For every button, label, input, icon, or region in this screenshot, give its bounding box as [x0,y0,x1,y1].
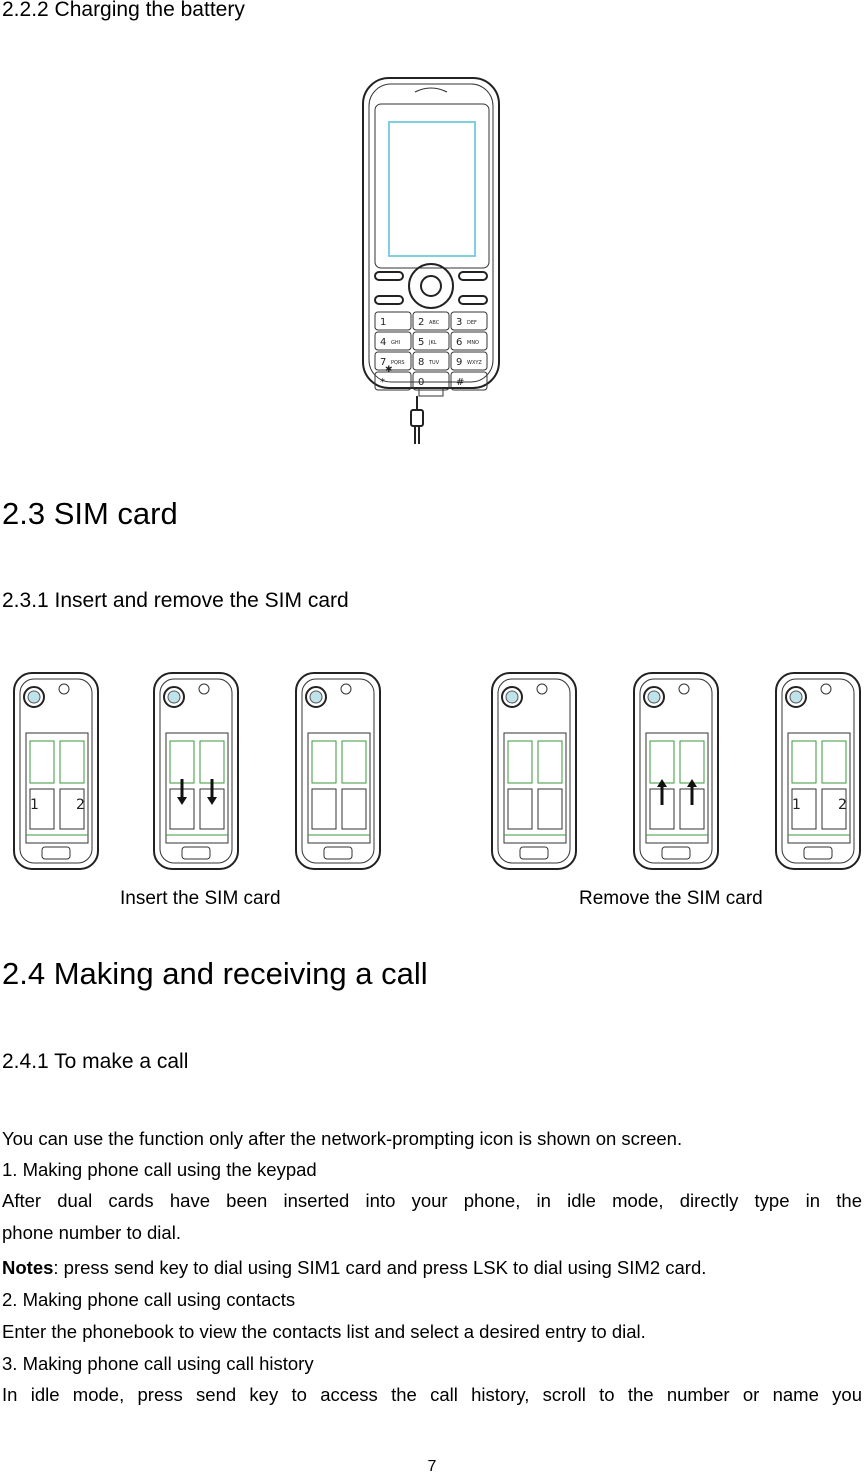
paragraph-history: In idle mode, press send key to access t… [2,1384,862,1405]
section-heading-sim: 2.3 SIM card [2,496,178,531]
keypad-key: 3 DEF [450,311,488,331]
paragraph-notes: Notes: press send key to dial using SIM1… [2,1254,862,1281]
svg-text:5: 5 [418,337,424,348]
keypad-key: 1 [374,311,412,331]
svg-text:4: 4 [380,337,386,348]
subsection-heading-make-call: 2.4.1 To make a call [2,1050,189,1073]
screen [388,121,476,257]
arrow-down-icon [207,779,217,805]
keypad-key: * [374,371,412,391]
keypad-key: 8 TUV [412,351,450,371]
sim-phone-back [491,672,577,870]
notes-text: : press send key to dial using SIM1 card… [53,1257,707,1278]
keypad-key: 0 [412,371,450,391]
keypad-key: 7 PQRS [374,351,412,371]
sim1-label: 1 [30,797,39,813]
svg-text:GHI: GHI [391,340,400,346]
keypad-key: 5 JKL [412,331,450,351]
paragraph-intro: You can use the function only after the … [2,1128,683,1149]
sim-phone-back [633,672,719,870]
sim-phone-back [295,672,381,870]
svg-text:2: 2 [418,317,424,328]
sim2-label: 2 [76,797,85,813]
arrow-up-icon [687,779,697,805]
keypad-key: 6 MNO [450,331,488,351]
svg-text:MNO: MNO [467,340,479,346]
paragraph-contacts: Enter the phonebook to view the contacts… [2,1321,646,1342]
svg-text:ABC: ABC [429,320,440,326]
arrow-down-icon [177,779,187,805]
subsection-heading-sim: 2.3.1 Insert and remove the SIM card [2,589,349,612]
sim2-label: 2 [838,797,847,813]
svg-text:*: * [380,377,385,388]
arrow-up-icon [657,779,667,805]
svg-text:#: # [456,377,464,388]
list-item-keypad: 1. Making phone call using the keypad [2,1159,317,1180]
section-heading-charging: 2.2.2 Charging the battery [2,0,245,21]
svg-text:JKL: JKL [428,340,437,346]
page-number: 7 [427,1458,437,1475]
paragraph-keypad-b: phone number to dial. [2,1222,181,1243]
svg-text:8: 8 [418,357,424,368]
svg-text:PQRS: PQRS [391,360,405,366]
section-heading-calls: 2.4 Making and receiving a call [2,956,428,991]
svg-text:9: 9 [456,357,462,368]
sim-phone-back [153,672,239,870]
caption-remove-sim: Remove the SIM card [579,888,763,909]
sim1-label: 1 [792,797,801,813]
svg-text:DEF: DEF [467,320,477,326]
svg-text:WXYZ: WXYZ [467,360,482,366]
notes-label: Notes [2,1257,54,1278]
svg-text:3: 3 [456,317,462,328]
svg-text:0: 0 [418,377,424,388]
caption-insert-sim: Insert the SIM card [120,888,281,909]
keypad-key: 9 WXYZ [450,351,488,371]
keypad-key: 2 ABC [412,311,450,331]
phone-charging-illustration: 1 2 ABC 3 DEF 4 GHI 5 JKL 6 MNO 7 PQRS 8 TUV 9 WXYZ * 0 # ✱ [362,77,500,444]
list-item-history: 3. Making phone call using call history [2,1353,314,1374]
list-item-contacts: 2. Making phone call using contacts [2,1289,296,1310]
keypad-key: # [450,371,488,391]
paragraph-keypad-a: After dual cards have been inserted into… [2,1190,862,1211]
svg-text:1: 1 [380,317,386,328]
svg-text:6: 6 [456,337,462,348]
svg-text:✱: ✱ [385,365,393,375]
svg-text:7: 7 [380,357,386,368]
keypad-key: 4 GHI [374,331,412,351]
svg-text:TUV: TUV [428,360,440,366]
